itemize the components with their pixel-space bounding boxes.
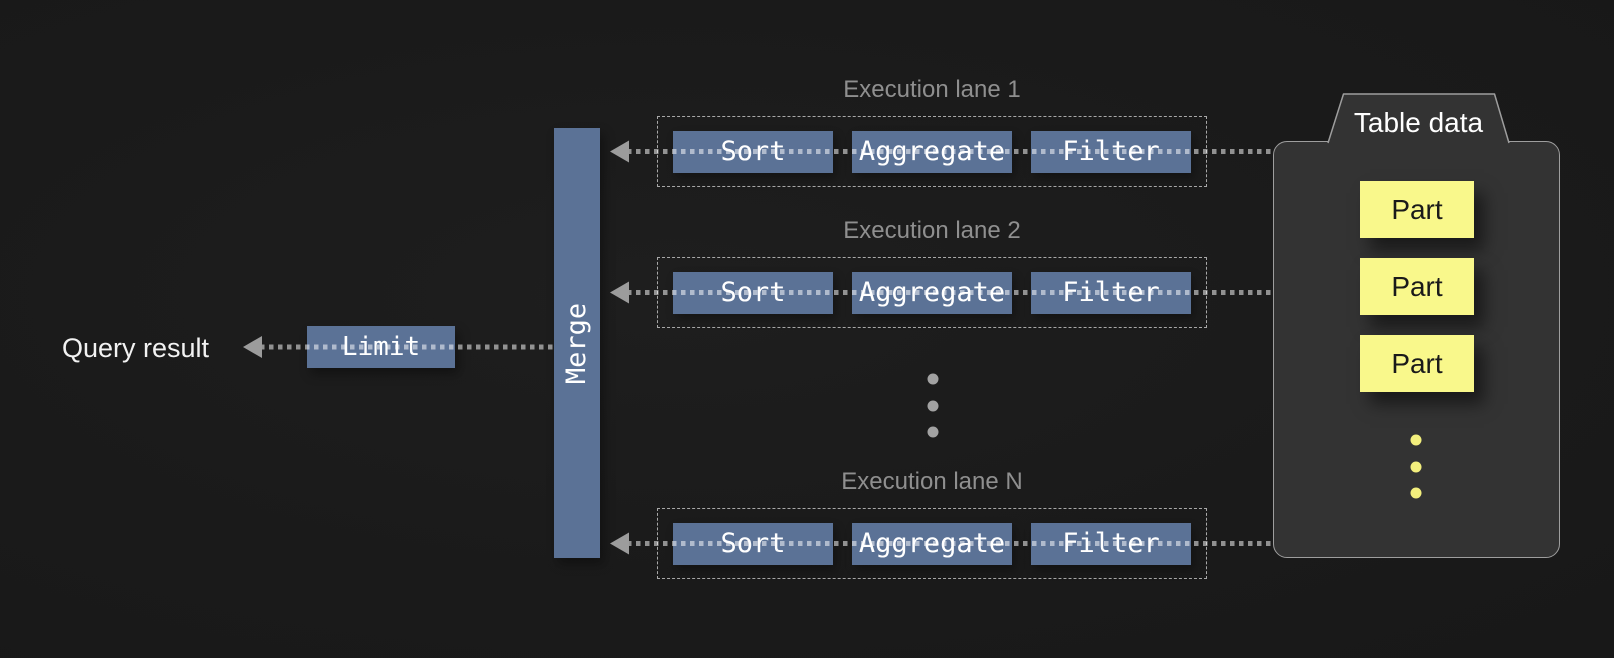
operator-aggregate: Aggregate (852, 271, 1012, 314)
merge-operator-bar: Merge (554, 128, 600, 558)
operator-filter: Filter (1031, 522, 1191, 565)
table-data-title: Table data (1353, 107, 1484, 138)
operator-aggregate: Aggregate (852, 130, 1012, 173)
limit-operator-box: Limit (307, 326, 455, 368)
operator-sort: Sort (673, 271, 833, 314)
arrowhead-lane1-icon (610, 140, 629, 163)
table-data-panel: Part Part Part (1273, 141, 1560, 558)
operator-aggregate: Aggregate (852, 522, 1012, 565)
arrowhead-laneN-icon (610, 532, 629, 555)
operator-filter: Filter (1031, 130, 1191, 173)
operator-sort: Sort (673, 130, 833, 173)
query-result-label: Query result (62, 333, 210, 363)
execution-lane-1: Execution lane 1 Sort Aggregate Filter (657, 76, 1207, 187)
lane-frame: Sort Aggregate Filter (657, 257, 1207, 328)
lane-frame: Sort Aggregate Filter (657, 116, 1207, 187)
lane-title: Execution lane 2 (843, 217, 1021, 244)
operator-filter: Filter (1031, 271, 1191, 314)
arrowhead-to-query-result-icon (243, 336, 262, 358)
lane-frame: Sort Aggregate Filter (657, 508, 1207, 579)
arrowhead-lane2-icon (610, 281, 629, 304)
lane-title: Execution lane 1 (843, 76, 1021, 103)
execution-lane-n: Execution lane N Sort Aggregate Filter (657, 468, 1207, 579)
lanes-vertical-ellipsis-icon (927, 373, 939, 438)
table-part-block: Part (1360, 335, 1474, 392)
lane-title: Execution lane N (841, 468, 1023, 495)
table-part-block: Part (1360, 258, 1474, 315)
table-part-block: Part (1360, 181, 1474, 238)
execution-lane-2: Execution lane 2 Sort Aggregate Filter (657, 217, 1207, 328)
operator-sort: Sort (673, 522, 833, 565)
merge-label: Merge (561, 302, 593, 384)
